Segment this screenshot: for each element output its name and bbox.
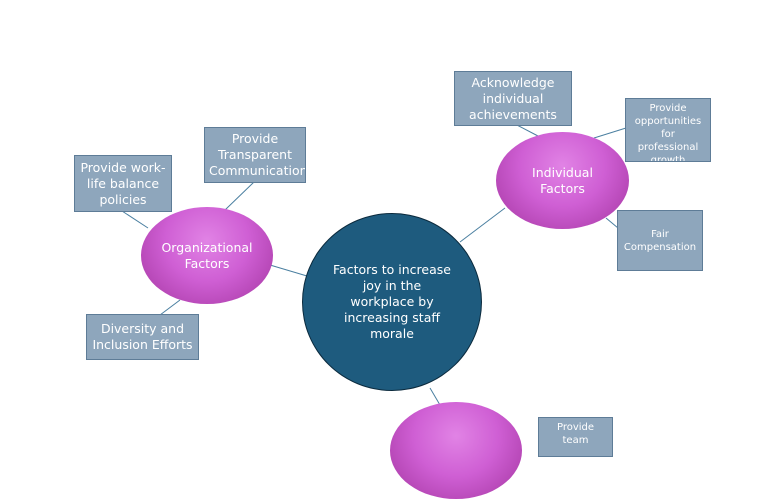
organizational-factors-node[interactable]: Organizational Factors (141, 207, 273, 304)
connector-organizational-work-life (121, 210, 149, 229)
connector-center-organizational (269, 264, 308, 277)
work-life-balance-label: Provide work-life balance policies (80, 159, 166, 207)
organizational-factors-label: Organizational Factors (161, 239, 253, 271)
team-leaf-label: Provide team (556, 422, 595, 446)
fair-compensation-box[interactable]: Fair Compensation (617, 210, 703, 271)
connector-individual-acknowledge (514, 123, 539, 137)
connector-individual-opportunities (593, 127, 627, 139)
connector-organizational-diversity (159, 299, 181, 316)
acknowledge-achievements-label: Acknowledge individual achievements (469, 74, 557, 122)
transparent-communication-label: Provide Transparent Communication (209, 131, 306, 178)
individual-factors-label: Individual Factors (532, 164, 593, 196)
connector-organizational-transparent (224, 181, 255, 211)
individual-factors-node[interactable]: Individual Factors (496, 132, 629, 229)
acknowledge-achievements-box[interactable]: Acknowledge individual achievements (454, 71, 572, 126)
professional-growth-box[interactable]: Provide opportunities for professional g… (625, 98, 711, 162)
central-topic-label: Factors to increase joy in the workplace… (333, 262, 451, 341)
transparent-communication-box[interactable]: Provide Transparent Communication (204, 127, 306, 183)
diversity-inclusion-label: Diversity and Inclusion Efforts (92, 321, 193, 352)
work-life-balance-box[interactable]: Provide work-life balance policies (74, 155, 172, 212)
mind-map-connectors (121, 123, 627, 406)
connector-individual-compensation (605, 217, 619, 229)
connector-center-individual (459, 207, 506, 243)
team-factors-node[interactable] (390, 402, 522, 499)
fair-compensation-label: Fair Compensation (623, 228, 697, 253)
diversity-inclusion-box[interactable]: Diversity and Inclusion Efforts (86, 314, 199, 360)
team-leaf-box[interactable]: Provide team (538, 417, 613, 457)
professional-growth-label: Provide opportunities for professional g… (634, 103, 702, 162)
connector-center-team (429, 387, 441, 406)
central-topic-node[interactable]: Factors to increase joy in the workplace… (302, 213, 482, 391)
